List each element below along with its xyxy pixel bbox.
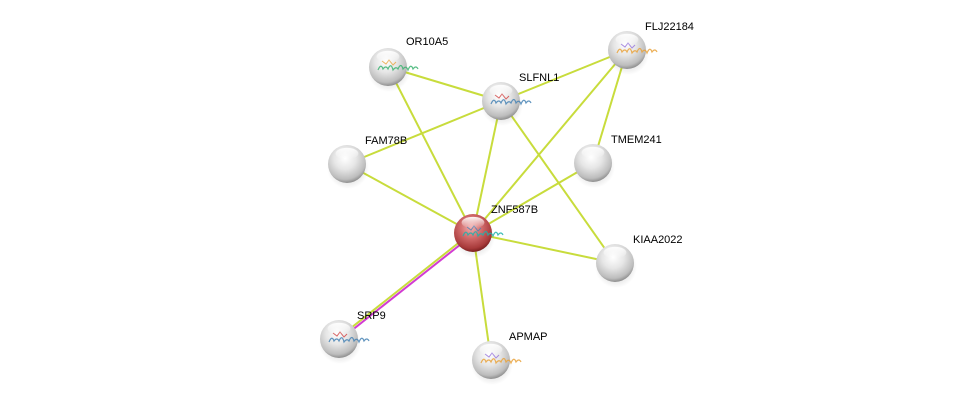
- node-kiaa2022[interactable]: KIAA2022: [595, 234, 683, 288]
- edge-flj22184-znf587b-textmining[interactable]: [472, 49, 628, 234]
- edge-znf587b-kiaa2022-textmining[interactable]: [472, 232, 616, 264]
- node-apmap[interactable]: APMAP: [471, 331, 548, 385]
- node-label: ZNF587B: [491, 204, 538, 216]
- node-srp9[interactable]: SRP9: [319, 310, 386, 364]
- node-highlight: [603, 246, 627, 259]
- edge-slfnl1-kiaa2022-textmining[interactable]: [500, 100, 616, 264]
- node-label: FLJ22184: [645, 21, 694, 33]
- node-fam78b[interactable]: FAM78B: [327, 135, 407, 189]
- node-highlight: [335, 147, 359, 160]
- node-slfnl1[interactable]: SLFNL1: [481, 72, 559, 126]
- node-label: APMAP: [509, 331, 548, 343]
- node-label: OR10A5: [406, 36, 448, 48]
- edge-slfnl1-fam78b-textmining[interactable]: [346, 100, 502, 165]
- node-label: FAM78B: [365, 135, 407, 147]
- node-highlight: [461, 216, 485, 229]
- protein-structure-icon: [462, 230, 504, 238]
- node-label: KIAA2022: [633, 234, 683, 246]
- edge-slfnl1-flj22184-textmining[interactable]: [500, 49, 628, 102]
- protein-structure-icon: [616, 47, 658, 55]
- node-tmem241[interactable]: TMEM241: [573, 134, 662, 188]
- node-highlight: [327, 322, 351, 335]
- edge-znf587b-srp9-experimental[interactable]: [339, 233, 475, 341]
- node-label: SRP9: [357, 310, 386, 322]
- node-label: SLFNL1: [519, 72, 559, 84]
- node-highlight: [376, 50, 400, 63]
- node-highlight: [489, 84, 513, 97]
- edge-fam78b-znf587b-textmining[interactable]: [346, 163, 474, 234]
- edge-tmem241-znf587b-textmining[interactable]: [472, 162, 594, 234]
- edge-znf587b-srp9-textmining[interactable]: [337, 231, 473, 339]
- node-znf587b[interactable]: ZNF587B: [453, 204, 538, 258]
- node-highlight: [615, 33, 639, 46]
- node-label: TMEM241: [611, 134, 662, 146]
- node-highlight: [479, 343, 503, 356]
- protein-structure-icon: [377, 64, 419, 72]
- node-flj22184[interactable]: FLJ22184: [607, 21, 694, 75]
- protein-structure-icon: [480, 357, 522, 365]
- node-or10a5[interactable]: OR10A5: [368, 36, 448, 92]
- node-highlight: [581, 146, 605, 159]
- protein-structure-icon: [328, 336, 370, 344]
- edge-or10a5-znf587b-textmining[interactable]: [387, 66, 474, 234]
- protein-structure-icon: [490, 98, 532, 106]
